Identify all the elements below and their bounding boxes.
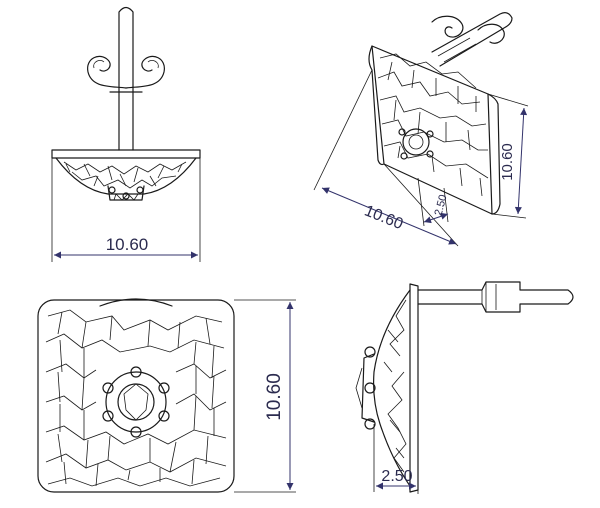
iso-width-dimension-label: 10.60: [362, 202, 406, 233]
side-depth-dimension-label: 2.50: [381, 468, 412, 485]
front-width-dimension-label: 10.60: [106, 235, 149, 254]
top-height-dimension-label: 10.60: [264, 373, 285, 421]
isometric-view: 10.60 10.60 2.50: [313, 12, 529, 247]
front-view: 10.60: [51, 6, 201, 262]
iso-height-dimension-label: 10.60: [499, 143, 516, 181]
iso-depth-dimension-label: 2.50: [433, 193, 450, 217]
side-view: 2.50: [355, 281, 574, 494]
top-view: 10.60: [37, 298, 296, 493]
